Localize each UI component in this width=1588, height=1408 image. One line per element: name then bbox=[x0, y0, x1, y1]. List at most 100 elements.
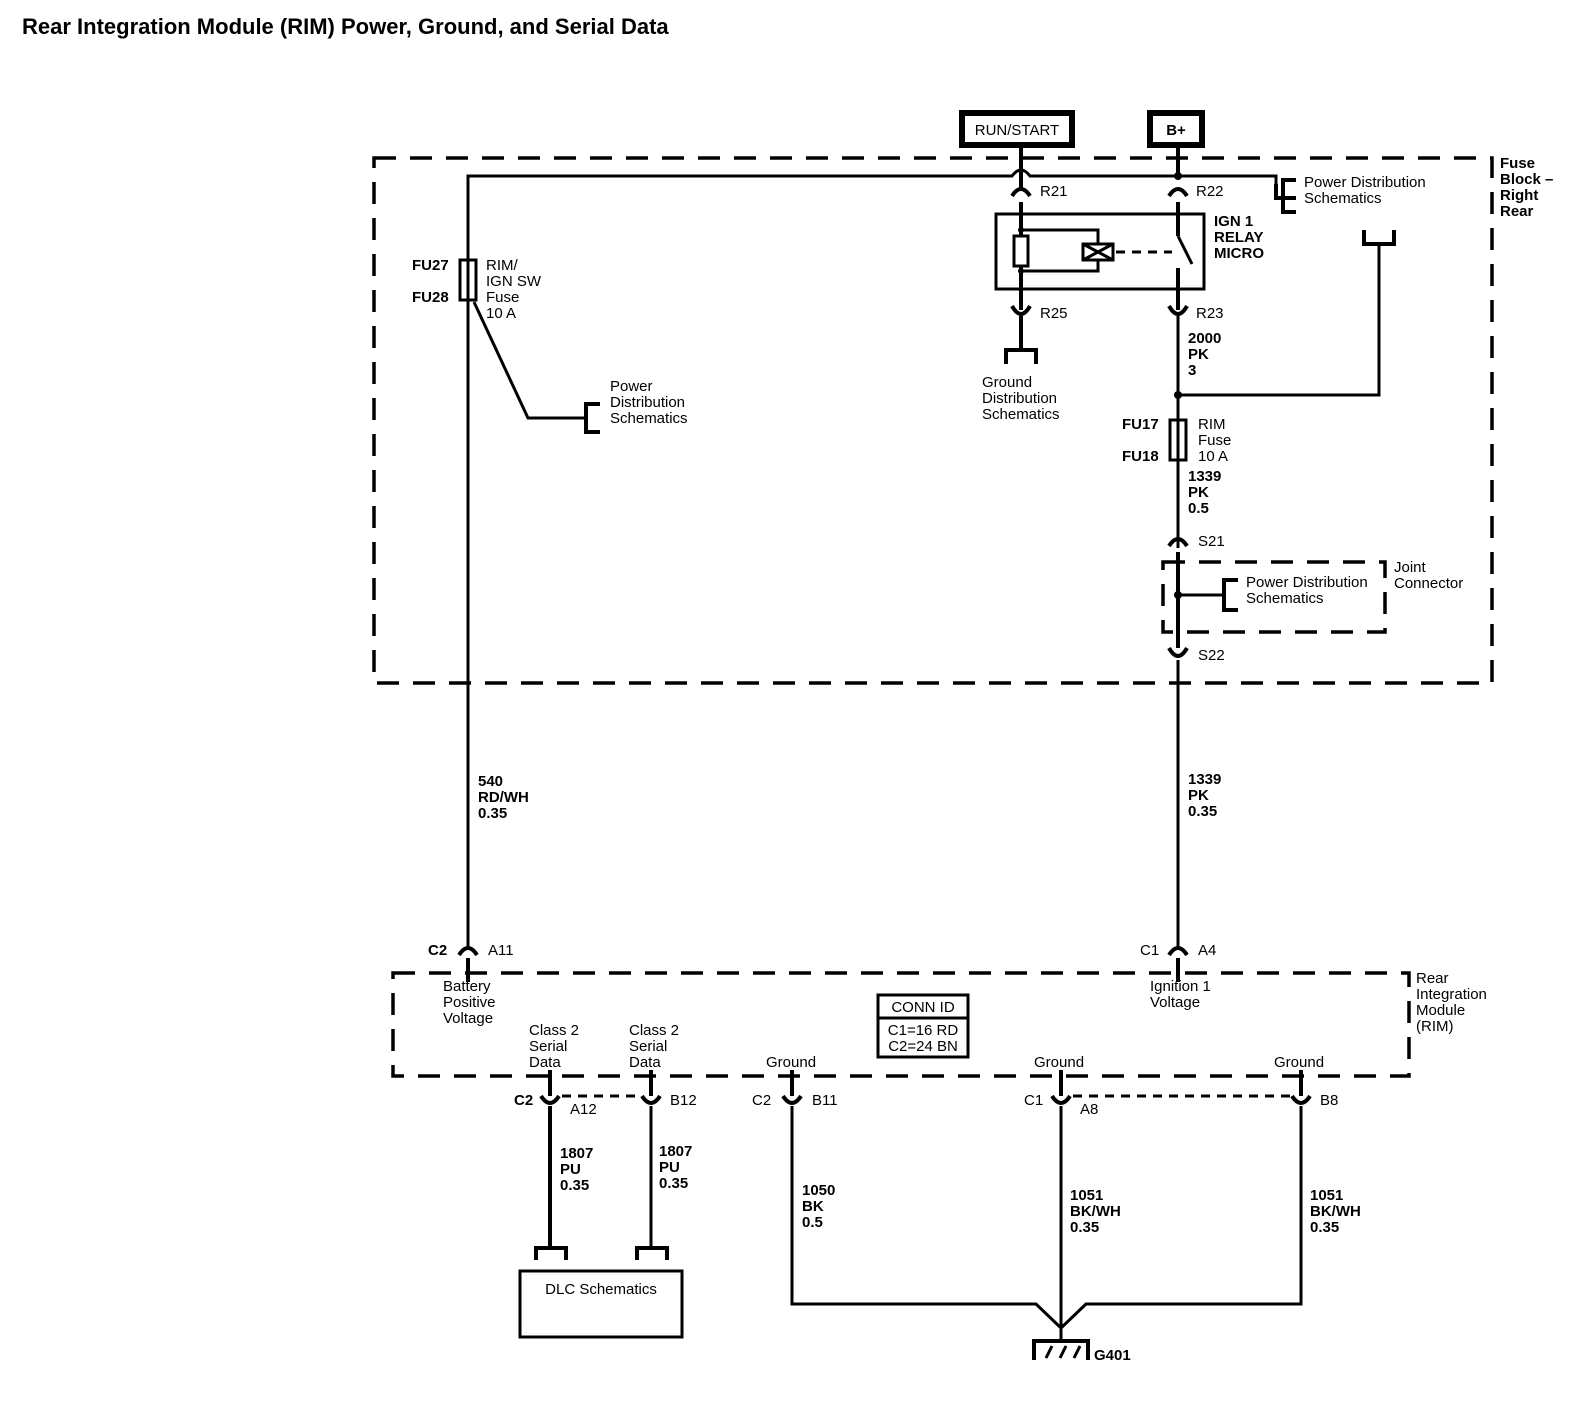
svg-text:Battery: Battery bbox=[443, 978, 491, 995]
svg-text:1807: 1807 bbox=[560, 1145, 593, 1162]
svg-text:1050: 1050 bbox=[802, 1182, 835, 1199]
svg-text:B+: B+ bbox=[1166, 122, 1186, 139]
svg-text:1339: 1339 bbox=[1188, 771, 1221, 788]
svg-text:C1: C1 bbox=[1140, 942, 1159, 959]
power-distribution-ref-top-right: Power Distribution Schematics bbox=[1274, 174, 1426, 214]
svg-text:FU27: FU27 bbox=[412, 257, 449, 274]
svg-text:2000: 2000 bbox=[1188, 330, 1221, 347]
svg-text:Right: Right bbox=[1500, 187, 1538, 204]
svg-text:R23: R23 bbox=[1196, 305, 1224, 322]
b-plus-source: B+ bbox=[1147, 110, 1205, 148]
svg-text:FU28: FU28 bbox=[412, 289, 449, 306]
svg-text:Power Distribution: Power Distribution bbox=[1246, 574, 1368, 591]
svg-text:RD/WH: RD/WH bbox=[478, 789, 529, 806]
fuse-block-label: Fuse Block – Right Rear bbox=[1500, 155, 1553, 220]
svg-text:540: 540 bbox=[478, 773, 503, 790]
svg-text:PK: PK bbox=[1188, 484, 1209, 501]
svg-text:0.5: 0.5 bbox=[802, 1214, 823, 1231]
svg-text:Rear: Rear bbox=[1416, 970, 1449, 987]
svg-text:B12: B12 bbox=[670, 1092, 697, 1109]
connector-r23: R23 bbox=[1167, 304, 1224, 322]
connector-r25: R25 bbox=[1010, 304, 1068, 350]
svg-text:A8: A8 bbox=[1080, 1101, 1098, 1118]
svg-text:BK/WH: BK/WH bbox=[1310, 1203, 1361, 1220]
wire-label-1807-a: 1807 PU 0.35 bbox=[560, 1145, 593, 1194]
rim-pin-ground-a8: Ground C1 A8 bbox=[1024, 1054, 1098, 1118]
svg-text:Block –: Block – bbox=[1500, 171, 1553, 188]
rim-pin-ground-b8: Ground B8 bbox=[1274, 1054, 1338, 1109]
wire-1050 bbox=[790, 1106, 1063, 1330]
connector-s22: S22 bbox=[1167, 646, 1225, 664]
power-distribution-ref-left: Power Distribution Schematics bbox=[472, 301, 688, 434]
fuse-block-boundary bbox=[372, 156, 1494, 685]
svg-text:Data: Data bbox=[529, 1054, 561, 1071]
svg-text:DLC Schematics: DLC Schematics bbox=[545, 1281, 657, 1298]
svg-text:1051: 1051 bbox=[1070, 1187, 1103, 1204]
rim-pin-ignition: C1 A4 Ignition 1 Voltage bbox=[1140, 942, 1216, 1011]
fuse-rim: FU17 FU18 RIM Fuse 10 A bbox=[1122, 416, 1231, 465]
svg-text:Voltage: Voltage bbox=[443, 1010, 493, 1027]
svg-text:Power Distribution: Power Distribution bbox=[1304, 174, 1426, 191]
svg-text:Rear: Rear bbox=[1500, 203, 1534, 220]
svg-text:Schematics: Schematics bbox=[610, 410, 688, 427]
svg-text:PU: PU bbox=[560, 1161, 581, 1178]
svg-text:C1: C1 bbox=[1024, 1092, 1043, 1109]
svg-text:0.35: 0.35 bbox=[1188, 803, 1217, 820]
svg-text:IGN SW: IGN SW bbox=[486, 273, 542, 290]
svg-text:Ground: Ground bbox=[766, 1054, 816, 1071]
svg-text:Module: Module bbox=[1416, 1002, 1465, 1019]
svg-text:B8: B8 bbox=[1320, 1092, 1338, 1109]
svg-text:(RIM): (RIM) bbox=[1416, 1018, 1454, 1035]
svg-text:MICRO: MICRO bbox=[1214, 245, 1264, 262]
svg-text:Distribution: Distribution bbox=[982, 390, 1057, 407]
svg-text:Distribution: Distribution bbox=[610, 394, 685, 411]
svg-text:Fuse: Fuse bbox=[1500, 155, 1535, 172]
svg-text:CONN ID: CONN ID bbox=[891, 999, 955, 1016]
svg-text:Fuse: Fuse bbox=[1198, 432, 1231, 449]
svg-text:1807: 1807 bbox=[659, 1143, 692, 1160]
svg-text:1051: 1051 bbox=[1310, 1187, 1343, 1204]
page-title: Rear Integration Module (RIM) Power, Gro… bbox=[22, 14, 669, 39]
connector-s21: S21 bbox=[1167, 533, 1225, 550]
svg-text:BK: BK bbox=[802, 1198, 824, 1215]
rim-pin-serial-a: Class 2 Serial Data C2 A12 bbox=[514, 1022, 597, 1118]
svg-text:A11: A11 bbox=[488, 942, 514, 959]
rim-pin-ground-b11: Ground C2 B11 bbox=[752, 1054, 838, 1109]
svg-text:Positive: Positive bbox=[443, 994, 496, 1011]
svg-text:0.35: 0.35 bbox=[560, 1177, 589, 1194]
svg-text:R25: R25 bbox=[1040, 305, 1068, 322]
svg-text:RIM/: RIM/ bbox=[486, 257, 518, 274]
svg-text:3: 3 bbox=[1188, 362, 1196, 379]
wire-label-1050: 1050 BK 0.5 bbox=[802, 1182, 835, 1231]
svg-text:Class 2: Class 2 bbox=[529, 1022, 579, 1039]
svg-text:RIM: RIM bbox=[1198, 416, 1226, 433]
svg-text:IGN 1: IGN 1 bbox=[1214, 213, 1253, 230]
wire-label-1339-inner: 1339 PK 0.5 bbox=[1188, 468, 1221, 517]
ign1-relay: IGN 1 RELAY MICRO bbox=[994, 202, 1264, 310]
svg-text:RELAY: RELAY bbox=[1214, 229, 1263, 246]
svg-text:Ignition 1: Ignition 1 bbox=[1150, 978, 1211, 995]
rim-module-label: Rear Integration Module (RIM) bbox=[1416, 970, 1487, 1035]
svg-text:Fuse: Fuse bbox=[486, 289, 519, 306]
svg-text:Voltage: Voltage bbox=[1150, 994, 1200, 1011]
svg-text:10 A: 10 A bbox=[486, 305, 516, 322]
wire-label-540: 540 RD/WH 0.35 bbox=[478, 773, 529, 822]
wire-label-1807-b: 1807 PU 0.35 bbox=[659, 1143, 692, 1192]
joint-connector: Power Distribution Schematics Joint Conn… bbox=[1161, 552, 1463, 648]
svg-text:PK: PK bbox=[1188, 787, 1209, 804]
svg-text:S21: S21 bbox=[1198, 533, 1225, 550]
rim-pin-battery: C2 A11 Battery Positive Voltage bbox=[428, 942, 514, 1027]
svg-text:0.35: 0.35 bbox=[1070, 1219, 1099, 1236]
svg-text:Schematics: Schematics bbox=[1246, 590, 1324, 607]
svg-text:Ground: Ground bbox=[982, 374, 1032, 391]
ground-distribution-ref: Ground Distribution Schematics bbox=[982, 348, 1060, 423]
svg-text:Serial: Serial bbox=[629, 1038, 667, 1055]
dlc-schematics-box: DLC Schematics bbox=[518, 1269, 684, 1339]
svg-text:Ground: Ground bbox=[1274, 1054, 1324, 1071]
svg-text:C2: C2 bbox=[752, 1092, 771, 1109]
ground-label: G401 bbox=[1094, 1347, 1131, 1364]
svg-text:0.35: 0.35 bbox=[478, 805, 507, 822]
svg-text:PK: PK bbox=[1188, 346, 1209, 363]
wire-label-1051-b: 1051 BK/WH 0.35 bbox=[1310, 1187, 1361, 1236]
